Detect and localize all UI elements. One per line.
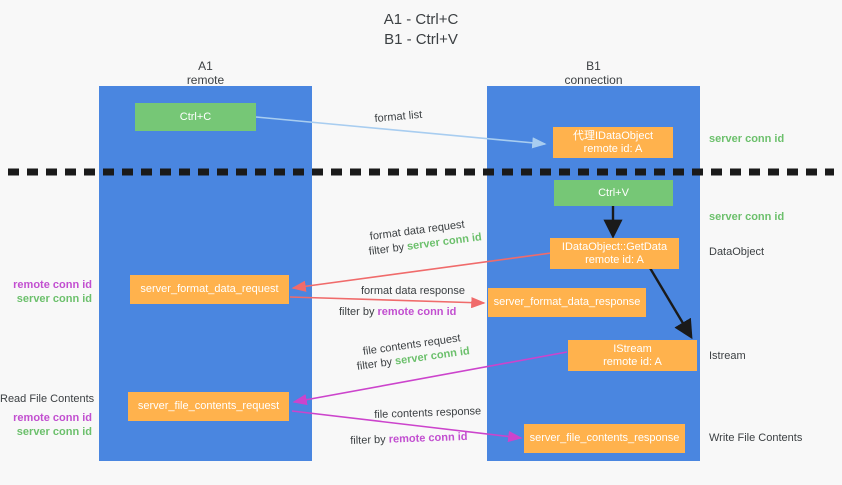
arrow-format-data-response	[289, 296, 486, 309]
node-server-file-contents-response[interactable]: server_file_contents_response	[524, 424, 685, 453]
annotation-dataobject: DataObject	[709, 246, 765, 258]
node-idataobject-getdata[interactable]: IDataObject::GetData remote id: A	[550, 238, 679, 269]
arrow-file-contents-request	[292, 351, 568, 406]
column-b1-sub: connection	[564, 73, 623, 87]
node-server-file-contents-request[interactable]: server_file_contents_request	[128, 392, 289, 421]
arrow-format-data-request	[291, 252, 552, 292]
column-a1-sub: remote	[186, 73, 225, 87]
filter-value-remote-conn-id: remote conn id	[377, 306, 457, 318]
node-proxy-idataobject-line1: 代理IDataObject	[572, 129, 654, 142]
annotation-remote-conn-id-1: remote conn id	[13, 279, 92, 291]
column-header-b1: B1 connection	[487, 59, 700, 87]
node-istream-line1: IStream	[613, 342, 652, 355]
annotation-write-file-contents: Write File Contents	[709, 432, 803, 444]
node-ctrl-v[interactable]: Ctrl+V	[554, 180, 673, 206]
column-header-a1: A1 remote	[99, 59, 312, 87]
annotation-server-conn-id-top: server conn id	[709, 133, 785, 145]
filter-value-remote-conn-id: remote conn id	[388, 430, 468, 446]
filter-prefix: filter by	[339, 306, 378, 318]
edge-label-format-data-response: format data response	[361, 285, 465, 297]
node-istream[interactable]: IStream remote id: A	[568, 340, 697, 371]
node-ctrl-c[interactable]: Ctrl+C	[135, 103, 256, 131]
filter-prefix: filter by	[350, 433, 389, 447]
node-proxy-idataobject-line2: remote id: A	[583, 142, 643, 155]
annotation-remote-conn-id-2: remote conn id	[13, 412, 92, 424]
annotation-read-file-contents: Read File Contents	[0, 393, 95, 405]
annotation-server-conn-id-1: server conn id	[16, 293, 92, 305]
title-line-1: A1 - Ctrl+C	[383, 11, 459, 28]
annotation-server-conn-id-mid: server conn id	[709, 211, 785, 223]
page-title: A1 - Ctrl+C B1 - Ctrl+V	[0, 10, 842, 50]
annotation-server-conn-id-2: server conn id	[16, 426, 92, 438]
node-istream-line2: remote id: A	[603, 355, 662, 368]
arrow-file-contents-response	[291, 410, 523, 443]
arrow-getdata-to-istream	[648, 267, 693, 340]
node-getdata-line1: IDataObject::GetData	[561, 240, 668, 253]
node-server-format-data-request[interactable]: server_format_data_request	[130, 275, 289, 304]
column-b1-name: B1	[586, 59, 601, 73]
annotation-istream: Istream	[709, 350, 746, 362]
node-getdata-line2: remote id: A	[585, 253, 644, 266]
title-line-2: B1 - Ctrl+V	[384, 31, 458, 48]
arrow-format-list	[255, 116, 547, 149]
column-a1-name: A1	[198, 59, 213, 73]
node-proxy-idataobject[interactable]: 代理IDataObject remote id: A	[553, 127, 673, 158]
node-server-format-data-response[interactable]: server_format_data_response	[488, 288, 646, 317]
edge-label-format-data-response-filter: filter by remote conn id	[339, 305, 456, 319]
